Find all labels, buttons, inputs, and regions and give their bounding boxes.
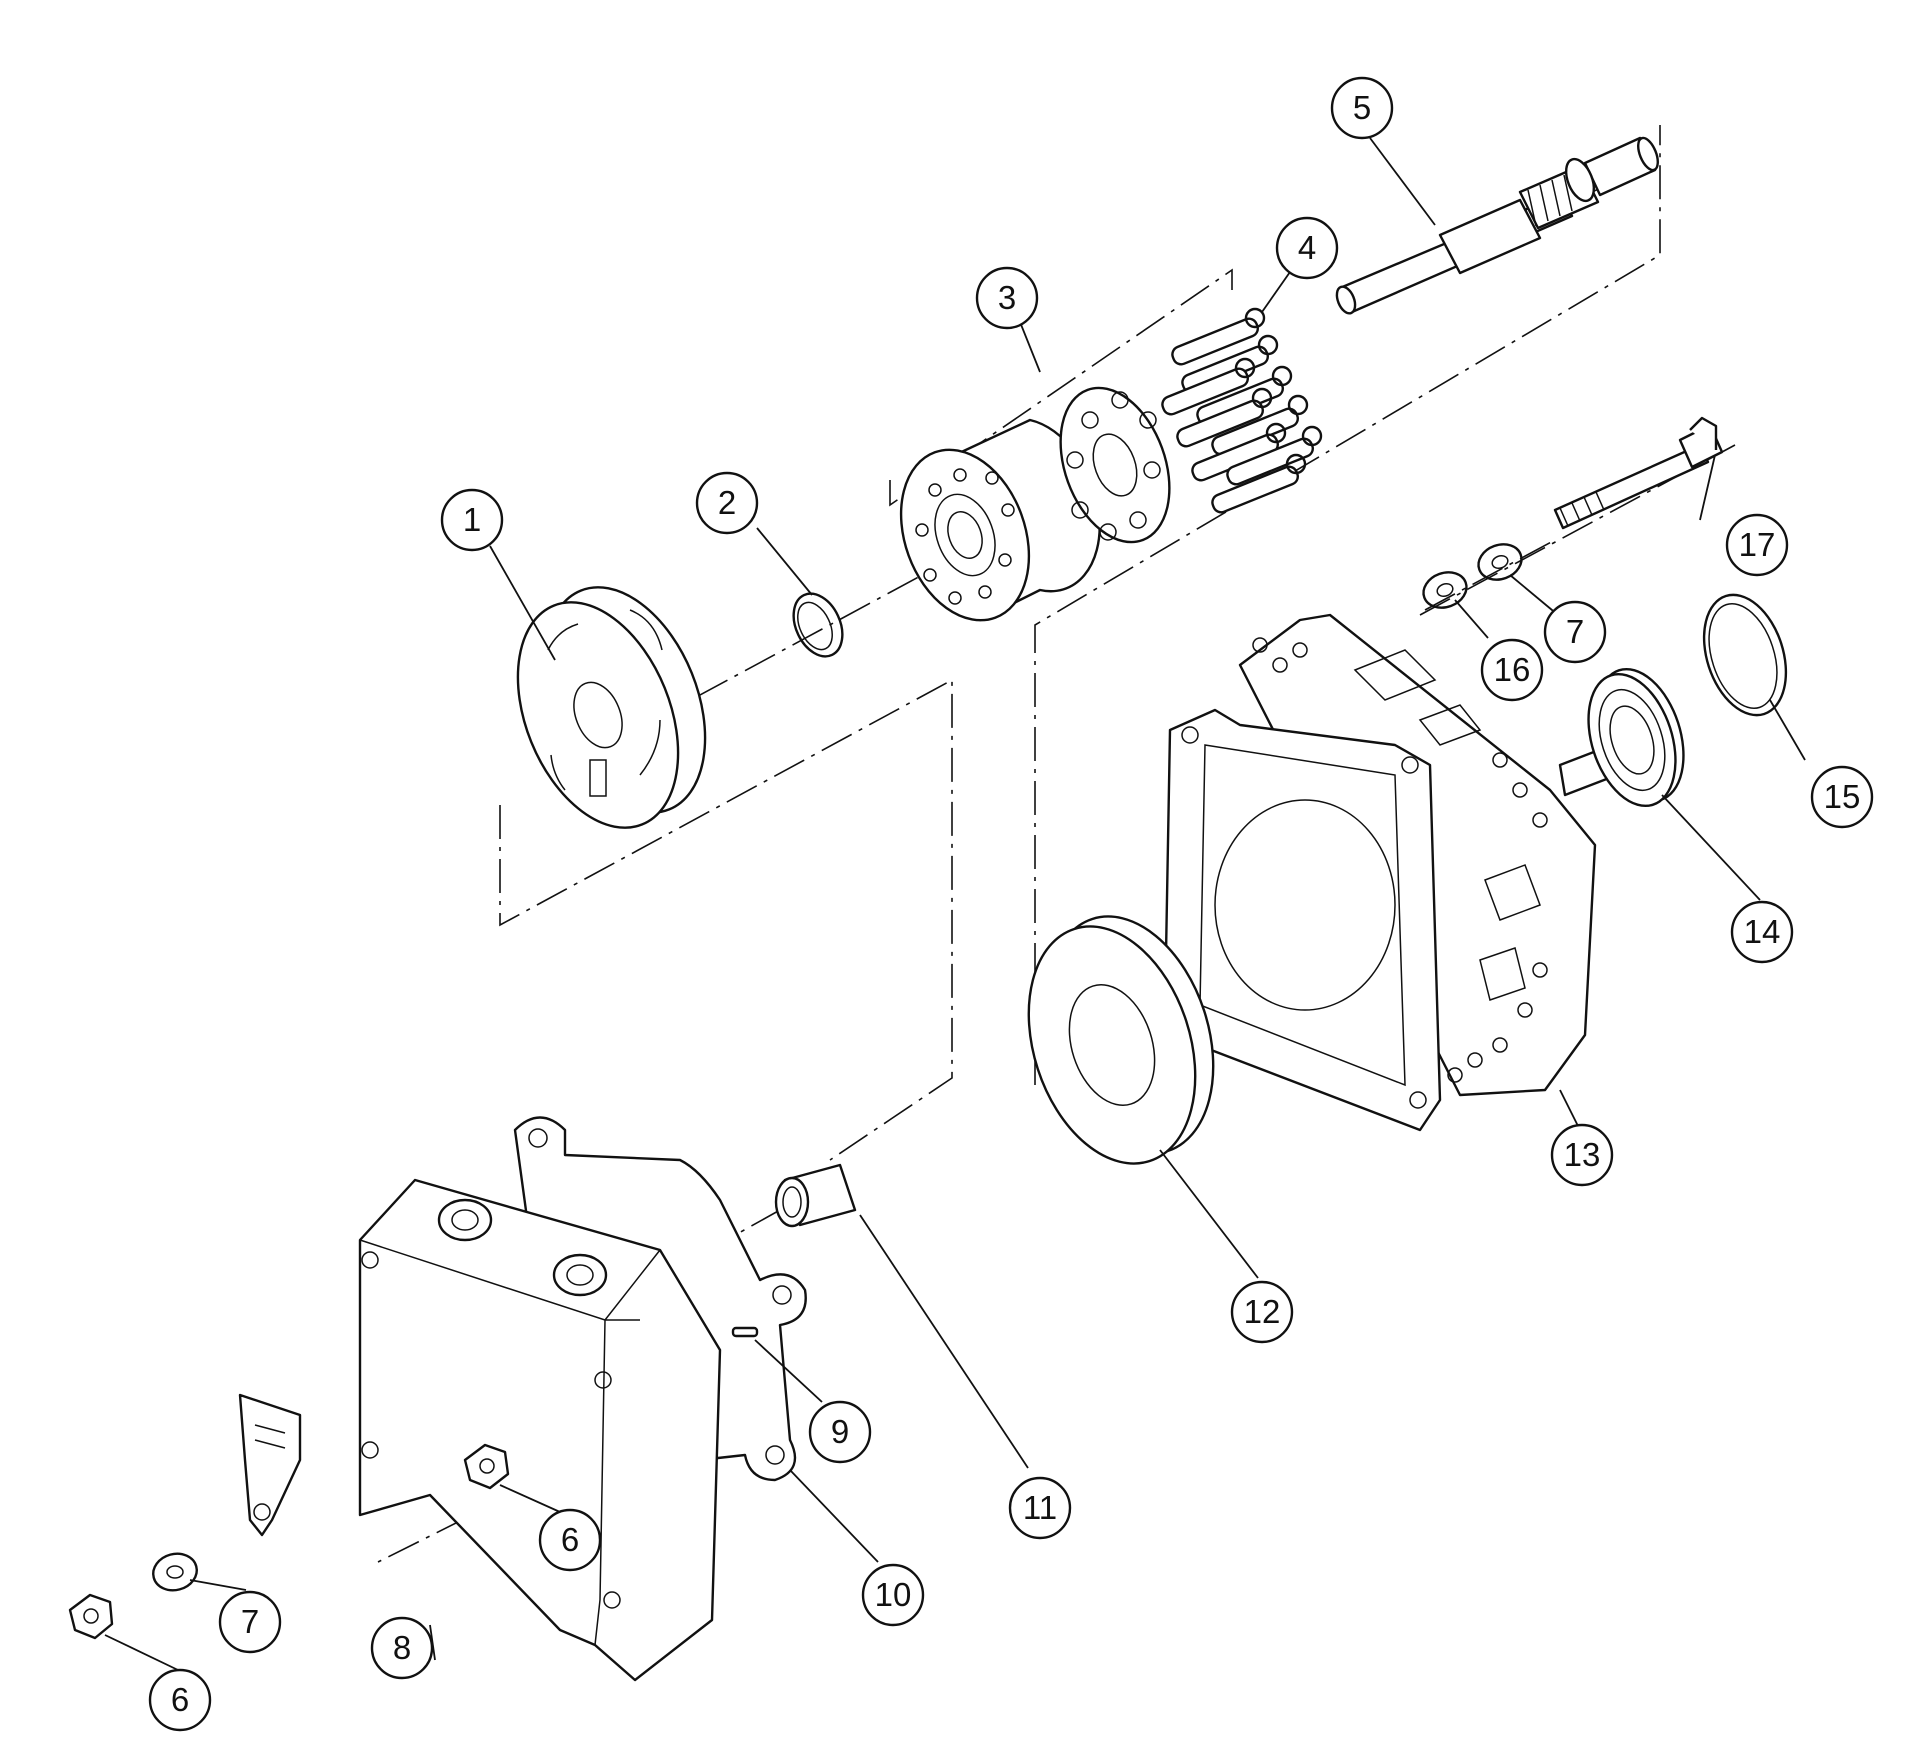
retaining-ring-part bbox=[1702, 593, 1788, 717]
svg-text:9: 9 bbox=[831, 1413, 849, 1450]
svg-text:6: 6 bbox=[171, 1681, 189, 1718]
callout-12: 12 bbox=[1230, 1280, 1294, 1344]
dowel-pin-part bbox=[731, 1326, 759, 1338]
callout-7a: 7 bbox=[1543, 600, 1607, 664]
callout-10: 10 bbox=[861, 1563, 925, 1627]
callout-1: 1 bbox=[440, 488, 504, 552]
svg-text:15: 15 bbox=[1824, 778, 1861, 815]
piston-set-part bbox=[1161, 307, 1323, 514]
cylinder-block-part bbox=[899, 386, 1171, 622]
svg-text:11: 11 bbox=[1023, 1489, 1057, 1526]
bushing-part bbox=[774, 1163, 857, 1228]
bearing-part bbox=[1587, 667, 1685, 808]
svg-text:12: 12 bbox=[1244, 1293, 1281, 1330]
callout-2: 2 bbox=[695, 471, 759, 535]
svg-text:3: 3 bbox=[998, 279, 1016, 316]
callout-8: 8 bbox=[370, 1616, 434, 1680]
svg-text:17: 17 bbox=[1739, 526, 1776, 563]
svg-text:7: 7 bbox=[1566, 613, 1584, 650]
callout-6b: 6 bbox=[148, 1668, 212, 1732]
callout-11: 11 bbox=[1008, 1476, 1072, 1540]
svg-text:13: 13 bbox=[1564, 1136, 1601, 1173]
svg-text:14: 14 bbox=[1744, 913, 1781, 950]
callout-16: 16 bbox=[1480, 638, 1544, 702]
callout-5: 5 bbox=[1330, 76, 1394, 140]
svg-text:8: 8 bbox=[393, 1629, 411, 1666]
callout-3: 3 bbox=[975, 266, 1039, 330]
svg-text:1: 1 bbox=[463, 501, 481, 538]
washer-pair-upper bbox=[1422, 543, 1523, 609]
pump-housing-part bbox=[1163, 613, 1632, 1132]
valve-plate-part bbox=[516, 586, 707, 829]
callout-13: 13 bbox=[1550, 1123, 1614, 1187]
callout-15: 15 bbox=[1810, 765, 1874, 829]
svg-text:16: 16 bbox=[1494, 651, 1531, 688]
end-cover-part bbox=[358, 1178, 722, 1682]
callout-7b: 7 bbox=[218, 1590, 282, 1654]
callout-6a: 6 bbox=[538, 1508, 602, 1572]
svg-text:2: 2 bbox=[718, 484, 736, 521]
callout-14: 14 bbox=[1730, 900, 1794, 964]
svg-text:10: 10 bbox=[875, 1576, 912, 1613]
svg-text:4: 4 bbox=[1298, 229, 1316, 266]
drive-shaft-part bbox=[1335, 136, 1659, 315]
svg-text:6: 6 bbox=[561, 1521, 579, 1558]
snap-ring-part bbox=[792, 592, 844, 658]
bolt-part bbox=[1553, 416, 1724, 530]
svg-text:5: 5 bbox=[1353, 89, 1371, 126]
callout-9: 9 bbox=[808, 1400, 872, 1464]
leader-lines bbox=[104, 137, 1806, 1671]
thrust-washer-part bbox=[1027, 915, 1215, 1165]
callout-4: 4 bbox=[1275, 216, 1339, 280]
lower-hardware bbox=[68, 1393, 510, 1640]
svg-text:7: 7 bbox=[241, 1603, 259, 1640]
callout-17: 17 bbox=[1725, 513, 1789, 577]
